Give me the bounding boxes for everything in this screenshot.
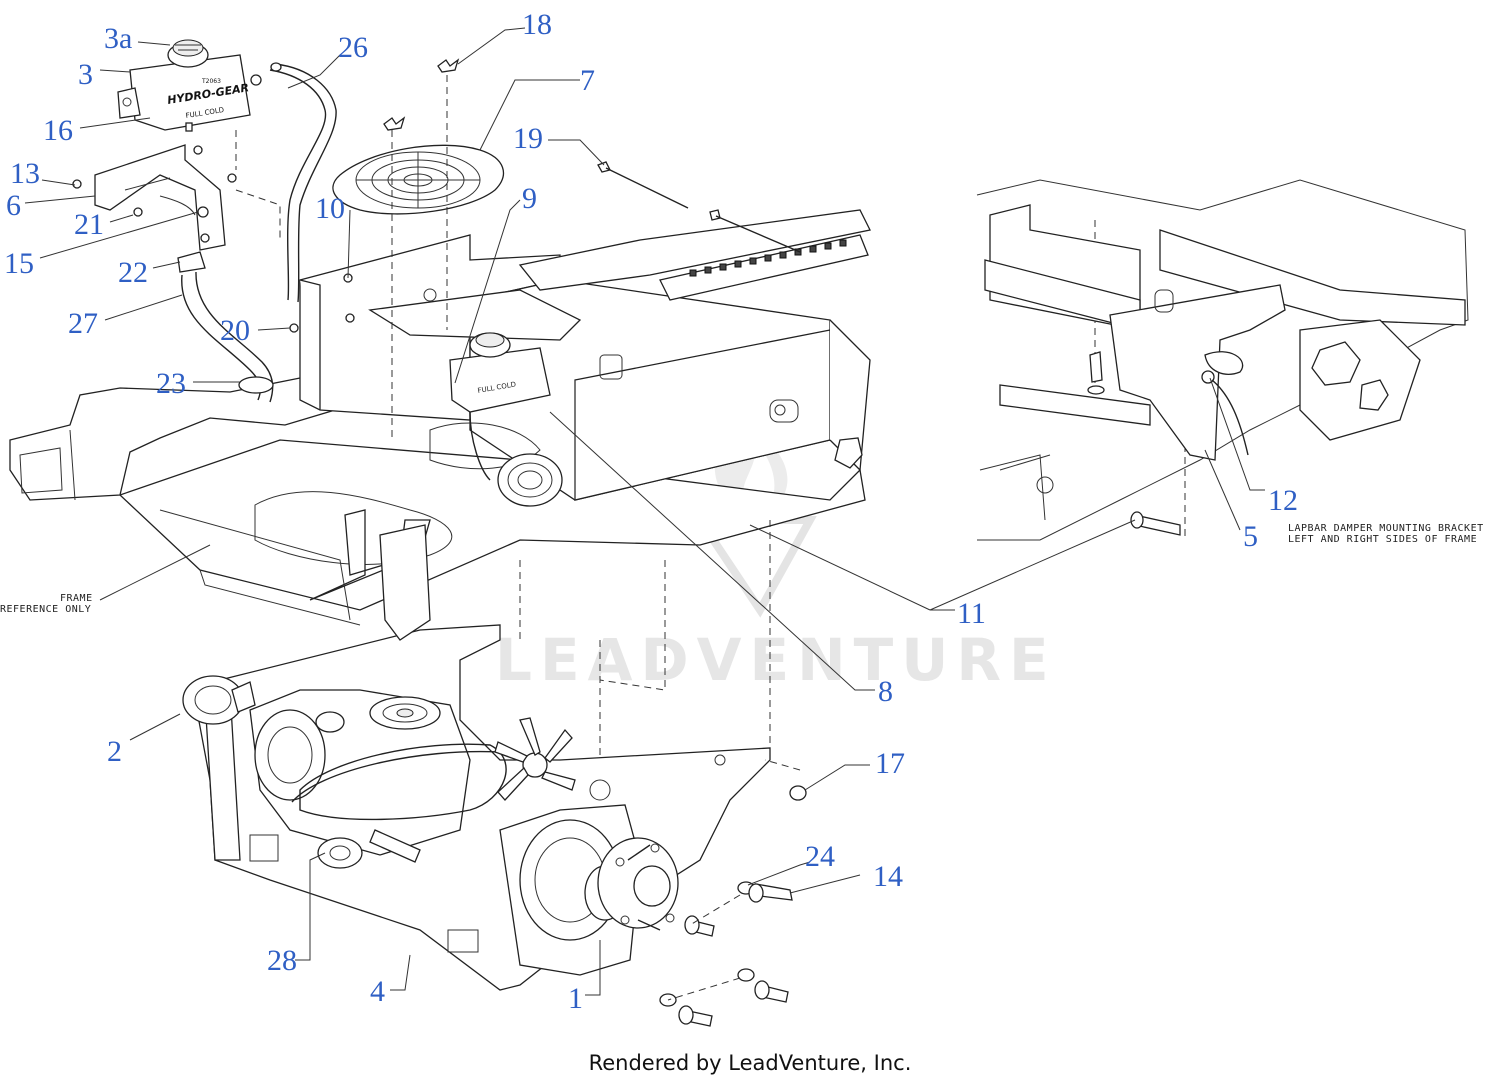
callout-14: 14 [873,860,903,893]
reservoir-bracket [94,144,237,251]
hoses [177,62,337,403]
notes: FRAME REFERENCE ONLY LAPBAR DAMPER MOUNT… [0,523,1484,615]
inset-detail [976,179,1469,541]
callout-10: 10 [315,192,345,225]
callout-5: 5 [1243,520,1258,553]
lower-fan-grille [497,453,563,507]
callout-19: 19 [513,122,543,155]
callout-2: 2 [107,735,122,768]
reservoir-tank: HYDRO-GEAR FULL COLD T2063 [117,39,262,132]
callout-17: 17 [875,747,905,780]
rail-slots [689,239,847,277]
lapbar-note-line1: LAPBAR DAMPER MOUNTING BRACKET [1288,523,1484,534]
callout-24: 24 [805,840,835,873]
callout-11: 11 [957,597,986,630]
transmission-assembly [182,509,771,991]
callout-9: 9 [522,182,537,215]
callout-15: 15 [4,247,34,280]
callout-22: 22 [118,256,148,289]
footer-credit: Rendered by LeadVenture, Inc. [589,1051,912,1075]
frame-assembly [9,209,871,626]
callout-21: 21 [74,208,104,241]
cooling-fan [494,717,576,801]
callout-16: 16 [43,114,73,147]
hardware-top [72,58,801,333]
alignment-lines [235,75,1186,1001]
callout-1: 1 [568,982,583,1015]
top-fan-grille [332,144,504,215]
callout-28: 28 [267,944,297,977]
callout-27: 27 [68,307,98,340]
lapbar-note-line2: LEFT AND RIGHT SIDES OF FRAME [1288,534,1477,545]
frame-reference-note-line1: FRAME [60,593,93,604]
callout-8: 8 [878,675,893,708]
callout-7: 7 [580,64,595,97]
callout-labels: 3a 3 16 13 6 21 15 22 27 26 18 7 19 10 9… [4,8,1298,1015]
callout-20: 20 [220,314,250,347]
callout-3a: 3a [104,22,132,55]
installed-reservoir: FULL COLD [449,332,551,481]
callout-6: 6 [6,189,21,222]
leader-lines [24,27,1265,996]
callout-26: 26 [338,31,368,64]
callout-13: 13 [10,157,40,190]
watermark-text: LEADVENTURE [495,626,1057,694]
callout-12: 12 [1268,484,1298,517]
callout-4: 4 [370,975,385,1008]
callout-3: 3 [78,58,93,91]
callout-18: 18 [522,8,552,41]
reservoir-part-number: T2063 [201,78,221,85]
frame-reference-note-line2: REFERENCE ONLY [0,604,91,615]
callout-23: 23 [156,367,186,400]
